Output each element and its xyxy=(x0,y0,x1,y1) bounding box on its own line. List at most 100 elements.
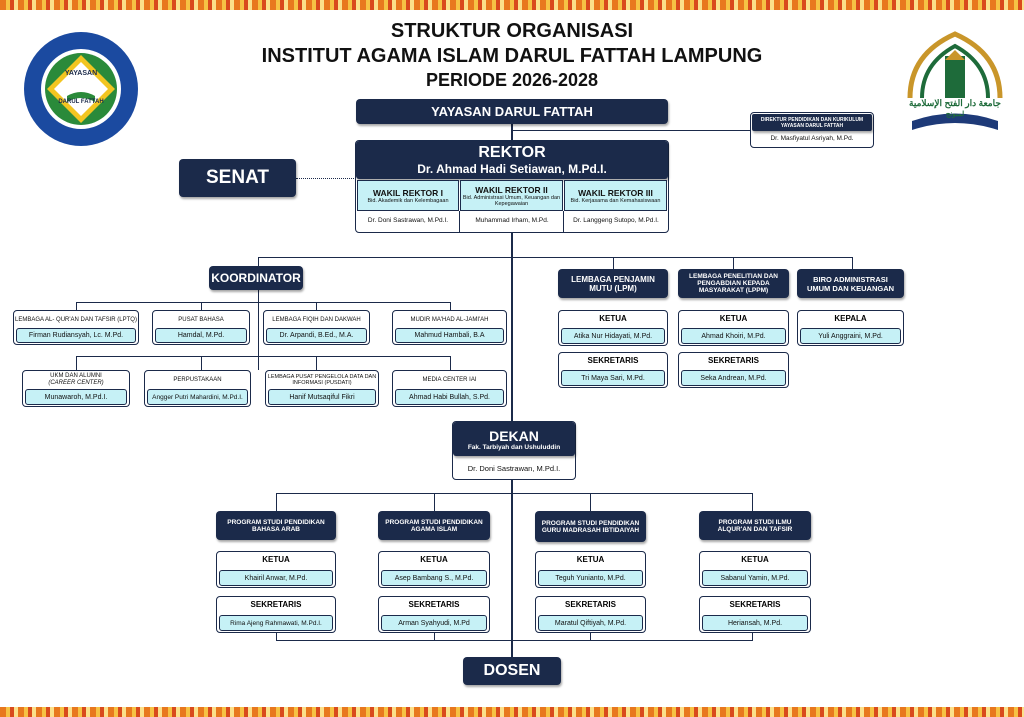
connector-line xyxy=(434,633,435,641)
lpm-sekretaris-role: SEKRETARIS xyxy=(587,356,639,365)
connector-line xyxy=(512,130,812,131)
connector-line xyxy=(258,257,259,267)
wakil-rektor-3-box: WAKIL REKTOR III Bid. Kerjasama dan Kema… xyxy=(564,180,667,211)
biro-kepala-box: KEPALA Yuli Anggraini, M.Pd. xyxy=(797,310,904,346)
wakil-rektor-3-sub: Bid. Kerjasama dan Kemahasiswaan xyxy=(570,197,661,204)
connector-line xyxy=(201,302,202,310)
unit-mahad-box: MUDIR MA'HAD AL-JAMI'AH Mahmud Hambali, … xyxy=(392,310,507,345)
lppm-ketua-name: Ahmad Khoiri, M.Pd. xyxy=(681,328,786,344)
prodi-pgmi-ketua-role: KETUA xyxy=(576,555,605,564)
direktur-title: DIREKTUR PENDIDIKAN DAN KURIKULUM YAYASA… xyxy=(752,114,872,131)
unit-fiqih-name: Dr. Arpandi, B.Ed., M.A. xyxy=(266,328,367,343)
connector-line xyxy=(590,493,591,511)
senat-box: SENAT xyxy=(179,159,296,197)
lppm-sekretaris-name: Seka Andrean, M.Pd. xyxy=(681,370,786,386)
direktur-name: Dr. Masfiyatul Asriyah, M.Pd. xyxy=(770,135,854,142)
unit-fiqih-box: LEMBAGA FIQIH DAN DAKWAH Dr. Arpandi, B.… xyxy=(263,310,370,345)
koordinator-box: KOORDINATOR xyxy=(209,266,303,290)
lppm-title: LEMBAGA PENELITIAN DAN PENGABDIAN KEPADA… xyxy=(678,269,789,298)
title-line-1: STRUKTUR ORGANISASI xyxy=(390,20,634,42)
dosen-box: DOSEN xyxy=(463,657,561,685)
unit-pusat-bahasa-box: PUSAT BAHASA Hamdal, M.Pd. xyxy=(152,310,250,345)
institut-logo: جامعة دار الفتح الإسلامية لمبونج xyxy=(900,26,1010,151)
wakil-rektor-1-name: Dr. Doni Sastrawan, M.Pd.I. xyxy=(367,217,449,224)
wakil-rektor-2-name: Muhammad Irham, M.Pd. xyxy=(475,217,549,224)
divider xyxy=(563,211,564,233)
unit-ukm-name: Munawaroh, M.Pd.I. xyxy=(25,389,127,405)
lpm-ketua-role: KETUA xyxy=(599,314,627,323)
lppm-sekretaris-box: SEKRETARIS Seka Andrean, M.Pd. xyxy=(678,352,789,388)
prodi-pai-ketua-name: Asep Bambang S., M.Pd. xyxy=(381,570,487,586)
unit-mahad-title: MUDIR MA'HAD AL-JAMI'AH xyxy=(410,317,489,323)
wakil-rektor-1-sub: Bid. Akademik dan Kelembagaan xyxy=(367,197,449,204)
lpm-sekretaris-box: SEKRETARIS Tri Maya Sari, M.Pd. xyxy=(558,352,668,388)
dekan-name: Dr. Doni Sastrawan, M.Pd.I. xyxy=(467,464,561,473)
lppm-sekretaris-role: SEKRETARIS xyxy=(708,356,759,365)
prodi-iat-title: PROGRAM STUDI ILMU ALQUR'AN DAN TAFSIR xyxy=(699,511,811,540)
connector-line xyxy=(76,302,77,310)
unit-fiqih-title: LEMBAGA FIQIH DAN DAKWAH xyxy=(272,317,361,323)
unit-lptq-name: Firman Rudiansyah, Lc. M.Pd. xyxy=(16,328,136,343)
connector-line xyxy=(258,257,853,258)
wakil-rektor-3-name: Dr. Langgeng Sutopo, M.Pd.I. xyxy=(573,217,659,224)
connector-line xyxy=(276,640,753,641)
prodi-pba-ketua-box: KETUA Khairil Anwar, M.Pd. xyxy=(216,551,336,588)
divider xyxy=(459,211,460,233)
connector-line xyxy=(76,302,451,303)
unit-pusat-bahasa-name: Hamdal, M.Pd. xyxy=(155,328,247,343)
prodi-pai-sekretaris-box: SEKRETARIS Arman Syahyudi, M.Pd xyxy=(378,596,490,633)
unit-pusdati-name: Hanif Mutsaqiful Fikri xyxy=(268,389,376,405)
logo-yayasan-text: YAYASAN xyxy=(64,70,98,77)
unit-media-center-title: MEDIA CENTER IAI xyxy=(422,377,477,383)
rektor-title: REKTOR xyxy=(478,144,546,161)
connector-line xyxy=(276,493,277,511)
prodi-pba-sekretaris-box: SEKRETARIS Rima Ajeng Rahmawati, M.Pd.I. xyxy=(216,596,336,633)
title-line-3: PERIODE 2026-2028 xyxy=(425,70,599,90)
title-line-2: INSTITUT AGAMA ISLAM DARUL FATTAH LAMPUN… xyxy=(261,45,763,67)
connector-line xyxy=(733,257,734,269)
lpm-ketua-name: Atika Nur Hidayati, M.Pd. xyxy=(561,328,665,344)
connector-line xyxy=(276,493,753,494)
logo-darul-fattah-text: DARUL FATTAH xyxy=(58,99,104,105)
prodi-pgmi-ketua-box: KETUA Teguh Yunianto, M.Pd. xyxy=(535,551,646,588)
unit-media-center-name: Ahmad Habi Bullah, S.Pd. xyxy=(395,389,504,405)
connector-line xyxy=(76,356,77,370)
connector-line xyxy=(852,257,853,269)
prodi-pai-sekretaris-role: SEKRETARIS xyxy=(408,600,460,609)
lpm-ketua-box: KETUA Atika Nur Hidayati, M.Pd. xyxy=(558,310,668,346)
connector-line xyxy=(316,356,317,370)
dekan-header: DEKAN Fak. Tarbiyah dan Ushuluddin xyxy=(453,422,575,456)
prodi-iat-ketua-name: Sabanul Yamin, M.Pd. xyxy=(702,570,808,586)
connector-line xyxy=(76,356,451,357)
bottom-ornament-border xyxy=(0,707,1024,717)
connector-line xyxy=(450,356,451,370)
wakil-rektor-1-box: WAKIL REKTOR I Bid. Akademik dan Kelemba… xyxy=(357,180,459,211)
connector-line xyxy=(590,633,591,641)
senat-dotted-line xyxy=(296,178,356,179)
lppm-ketua-box: KETUA Ahmad Khoiri, M.Pd. xyxy=(678,310,789,346)
unit-ukm-title: UKM DAN ALUMNI xyxy=(50,372,102,379)
unit-lptq-box: LEMBAGA AL- QUR'AN DAN TAFSIR (LPTQ) Fir… xyxy=(13,310,139,345)
connector-line xyxy=(316,302,317,310)
lpm-sekretaris-name: Tri Maya Sari, M.Pd. xyxy=(561,370,665,386)
prodi-iat-ketua-box: KETUA Sabanul Yamin, M.Pd. xyxy=(699,551,811,588)
wakil-rektor-1-title: WAKIL REKTOR I xyxy=(372,187,444,198)
wakil-rektor-2-title: WAKIL REKTOR II xyxy=(475,184,548,195)
prodi-pba-sekretaris-role: SEKRETARIS xyxy=(250,600,302,609)
connector-line xyxy=(201,356,202,370)
prodi-iat-sekretaris-box: SEKRETARIS Heriansah, M.Pd. xyxy=(699,596,811,633)
wakil-rektor-2-box: WAKIL REKTOR II Bid. Administrasi Umum, … xyxy=(460,180,563,211)
unit-perpustakaan-box: PERPUSTAKAAN Angger Putri Mahardini, M.P… xyxy=(144,370,251,407)
connector-line xyxy=(450,302,451,310)
prodi-pai-ketua-box: KETUA Asep Bambang S., M.Pd. xyxy=(378,551,490,588)
prodi-pba-ketua-role: KETUA xyxy=(262,555,290,564)
connector-line xyxy=(258,290,259,370)
unit-ukm-title2: (CAREER CENTER) xyxy=(48,379,104,386)
unit-pusdati-title: LEMBAGA PUSAT PENGELOLA DATA DAN INFORMA… xyxy=(267,374,377,386)
dekan-box: DEKAN Fak. Tarbiyah dan Ushuluddin Dr. D… xyxy=(452,421,576,480)
unit-pusat-bahasa-title: PUSAT BAHASA xyxy=(178,317,224,323)
connector-line xyxy=(752,493,753,511)
unit-perpustakaan-title: PERPUSTAKAAN xyxy=(173,377,222,383)
prodi-pgmi-title: PROGRAM STUDI PENDIDIKAN GURU MADRASAH I… xyxy=(535,511,646,542)
connector-line xyxy=(613,257,614,269)
